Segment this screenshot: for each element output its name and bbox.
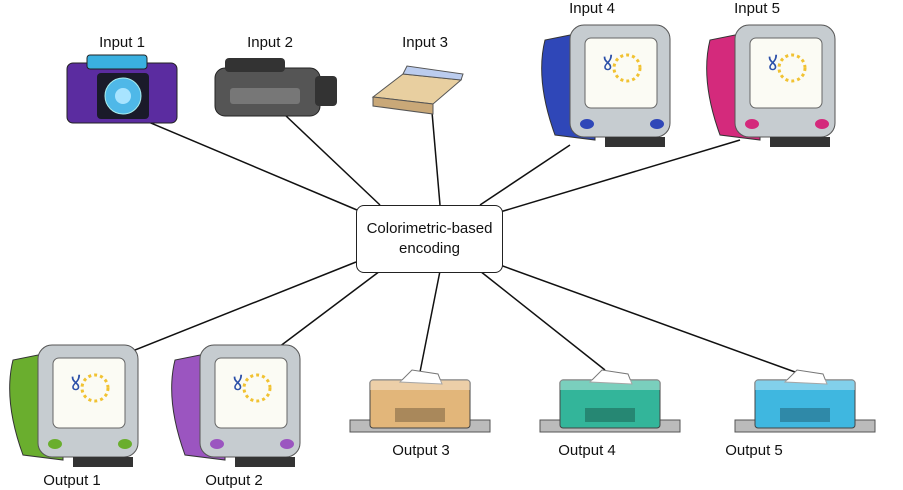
printer-output-4-icon: [539, 369, 681, 433]
connector-lines: [109, 109, 796, 373]
output-5-label: Output 5: [725, 442, 783, 459]
connector-line: [109, 261, 357, 361]
input-2-label: Input 2: [247, 34, 293, 51]
output-1-label: Output 1: [43, 472, 101, 489]
monitor-input-4-icon: ꙋ: [541, 24, 671, 147]
input-4-label: Input 4: [569, 0, 615, 17]
scanner-icon: [371, 65, 464, 115]
camcorder-icon: [214, 58, 337, 117]
output-4-label: Output 4: [558, 442, 616, 459]
input-1-label: Input 1: [99, 34, 145, 51]
connector-line: [419, 270, 441, 373]
input-5-label: Input 5: [734, 0, 780, 17]
connector-line: [431, 111, 441, 206]
printer-output-3-icon: [349, 369, 491, 433]
connector-line: [274, 270, 381, 351]
svg-text:ꙋ: ꙋ: [768, 51, 778, 75]
svg-text:ꙋ: ꙋ: [233, 371, 243, 395]
connector-line: [499, 139, 741, 213]
svg-text:ꙋ: ꙋ: [603, 51, 613, 75]
connector-line: [499, 264, 796, 373]
monitor-input-5-icon: ꙋ: [706, 24, 836, 147]
encoding-label-line2: encoding: [399, 240, 460, 257]
encoding-label-line1: Colorimetric-based: [366, 220, 493, 237]
encoding-box: Colorimetric-based encoding: [356, 205, 503, 273]
output-2-label: Output 2: [205, 472, 263, 489]
connector-line: [119, 109, 358, 211]
monitor-output-2-icon: ꙋ: [171, 344, 301, 467]
svg-text:ꙋ: ꙋ: [71, 371, 81, 395]
output-3-label: Output 3: [392, 442, 450, 459]
printer-output-5-icon: [734, 369, 876, 433]
input-3-label: Input 3: [402, 34, 448, 51]
connector-line: [284, 114, 381, 206]
monitor-output-1-icon: ꙋ: [9, 344, 139, 467]
connector-line: [479, 270, 606, 371]
camera-icon: [66, 54, 178, 124]
connector-line: [479, 144, 571, 206]
